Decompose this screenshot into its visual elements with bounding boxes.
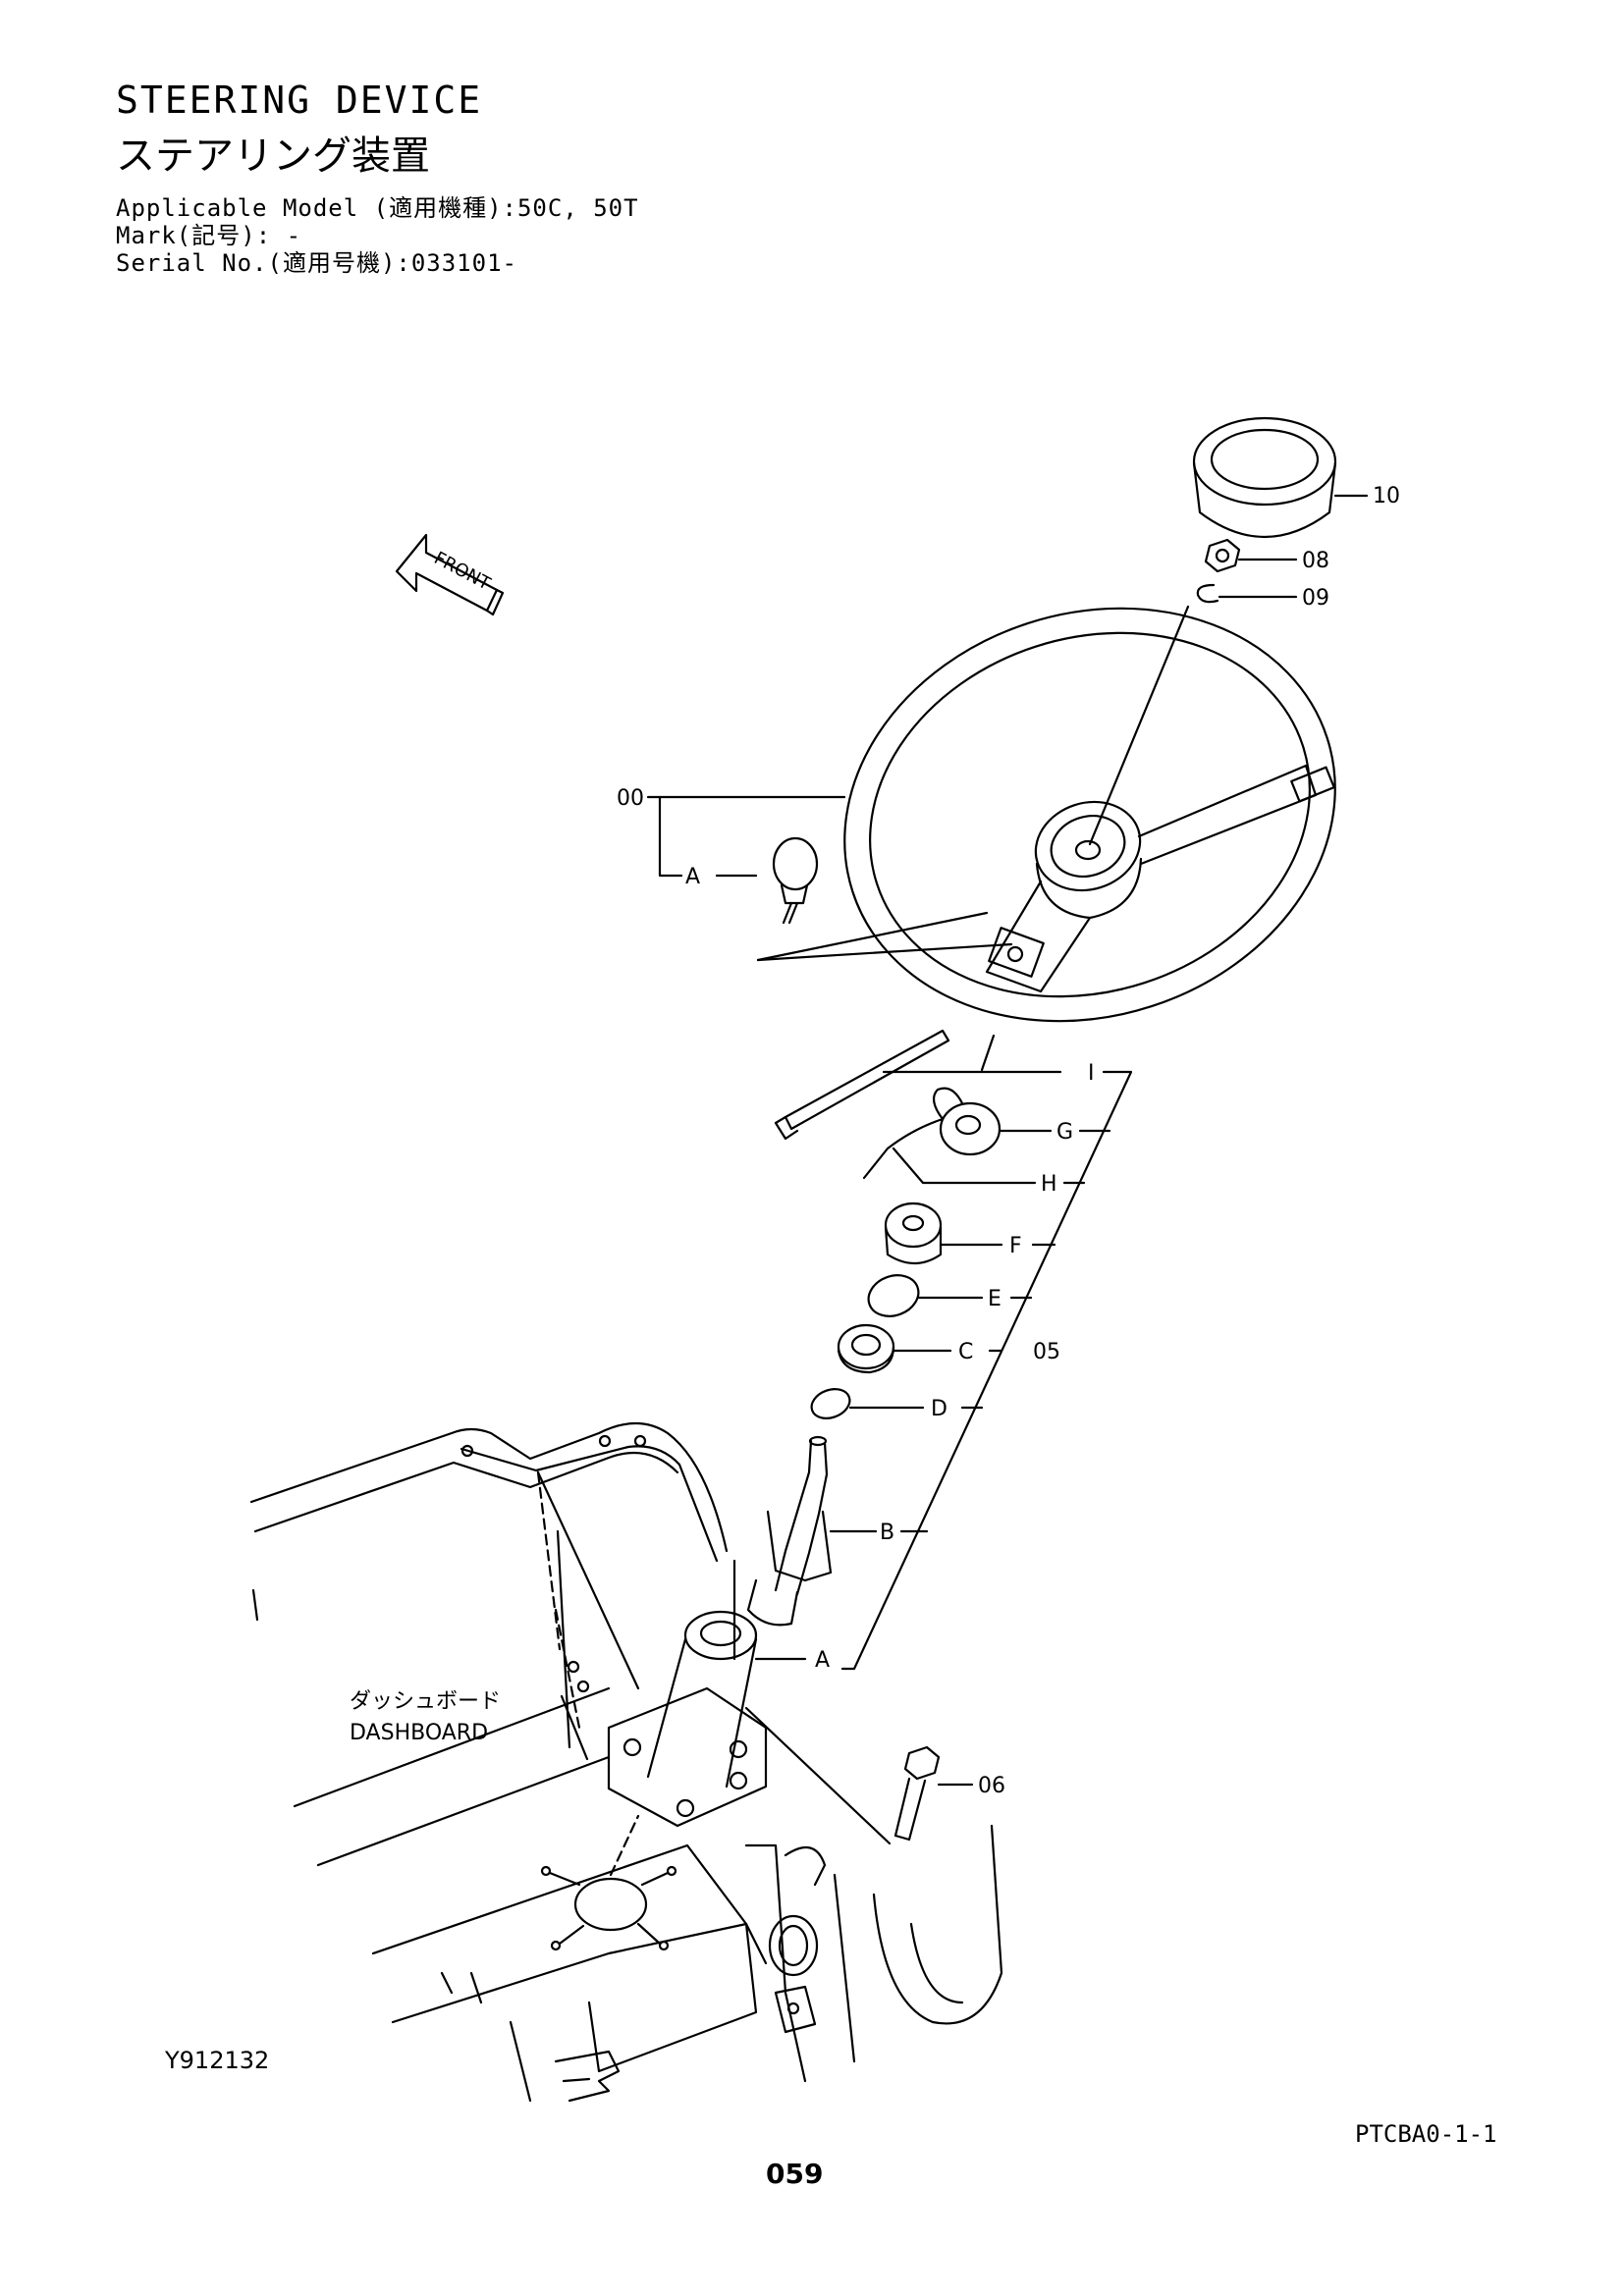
horn-cap-part xyxy=(1192,416,1369,538)
callout-c: C xyxy=(958,1340,973,1364)
callout-e: E xyxy=(988,1287,1001,1311)
dashboard-label: DASHBOARD xyxy=(350,1721,488,1745)
bushing-part xyxy=(884,1201,1003,1265)
page-number: 059 xyxy=(766,2158,824,2190)
callout-a-column: A xyxy=(815,1648,830,1673)
front-label: FRONT xyxy=(431,548,495,595)
page-title: STEERING DEVICE xyxy=(116,79,483,122)
bolt-part xyxy=(893,1745,974,1842)
bearing-part xyxy=(837,1323,952,1374)
callout-f: F xyxy=(1009,1234,1022,1258)
cover-part xyxy=(862,1087,1053,1180)
callout-a-knob: A xyxy=(685,865,700,889)
nut-part xyxy=(1204,538,1298,573)
callout-06: 06 xyxy=(978,1774,1005,1798)
page-title-japanese: ステアリング装置 xyxy=(116,133,430,179)
applicable-model: Applicable Model (適用機種):50C, 50T xyxy=(116,194,639,222)
spinner-knob-part xyxy=(772,836,819,925)
serial-number: Serial No.(適用号機):033101- xyxy=(116,249,517,277)
reference-code: PTCBA0-1-1 xyxy=(1355,2120,1497,2148)
callout-b: B xyxy=(880,1521,894,1545)
callout-00: 00 xyxy=(617,786,644,811)
dashboard-frame xyxy=(249,1422,1003,2103)
callout-i: I xyxy=(1088,1061,1095,1086)
snap-ring-part xyxy=(867,1274,984,1317)
snap-ring-small-part xyxy=(810,1388,925,1419)
callout-10: 10 xyxy=(1373,484,1400,508)
steering-shaft-part xyxy=(746,1435,878,1627)
cable-tie-part xyxy=(774,1029,950,1141)
callout-08: 08 xyxy=(1302,549,1329,573)
figure-id: Y912132 xyxy=(165,2047,270,2074)
column-housing-part xyxy=(607,1610,807,1828)
callout-g: G xyxy=(1056,1120,1073,1145)
callout-d: D xyxy=(931,1397,947,1421)
mark-code: Mark(記号): - xyxy=(116,222,302,249)
callout-05: 05 xyxy=(1033,1340,1060,1364)
callout-09: 09 xyxy=(1302,586,1329,611)
front-arrow-icon: FRONT xyxy=(395,533,505,616)
dashboard-label-japanese: ダッシュボード xyxy=(350,1689,501,1714)
steering-wheel-part xyxy=(843,605,1336,1023)
washer-part xyxy=(1196,583,1298,604)
callout-h: H xyxy=(1041,1172,1057,1197)
